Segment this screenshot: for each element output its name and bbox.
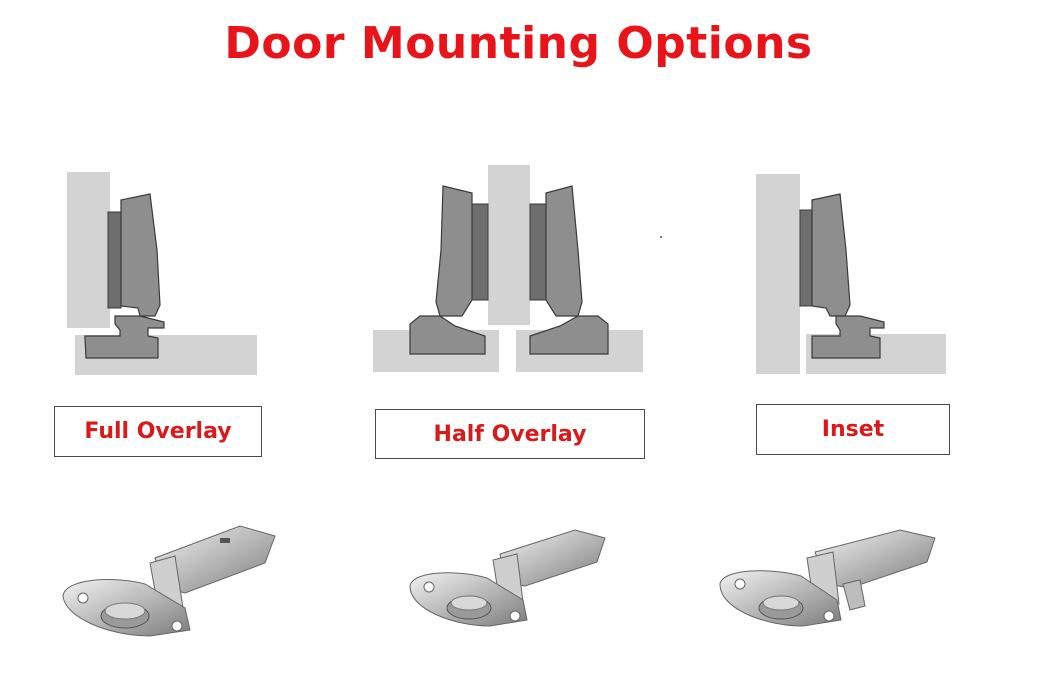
hinge-image-half-overlay [409, 529, 606, 627]
full-overlay-hinge-cup [84, 315, 165, 359]
half-overlay-center-panel [488, 165, 530, 325]
label-half-overlay: Half Overlay [375, 409, 645, 459]
label-half-overlay-text: Half Overlay [433, 421, 587, 447]
half-overlay-left-plate [471, 203, 489, 301]
label-inset: Inset [756, 404, 950, 455]
inset-mount-plate [799, 209, 813, 307]
stray-dot [660, 236, 662, 238]
label-inset-text: Inset [821, 417, 885, 442]
full-overlay-mount-plate [107, 211, 122, 309]
label-full-overlay: Full Overlay [54, 406, 262, 457]
half-overlay-right-plate [529, 203, 547, 301]
half-overlay-left-cup [409, 315, 486, 355]
half-overlay-diagram [373, 165, 643, 372]
half-overlay-left-arm [435, 185, 473, 317]
inset-diagram [756, 174, 946, 374]
full-overlay-hinge-arm [120, 193, 161, 317]
inset-cabinet-side [756, 174, 800, 374]
label-full-overlay-text: Full Overlay [84, 419, 232, 444]
hinge-image-inset [719, 529, 936, 627]
half-overlay-right-cup [529, 315, 609, 355]
inset-hinge-cup [811, 315, 885, 359]
page-title: Door Mounting Options [224, 18, 813, 69]
full-overlay-diagram [67, 172, 257, 375]
inset-hinge-arm [811, 193, 851, 317]
half-overlay-right-arm [545, 185, 583, 317]
hinge-image-full-overlay [62, 525, 276, 637]
full-overlay-door-panel [67, 172, 110, 328]
